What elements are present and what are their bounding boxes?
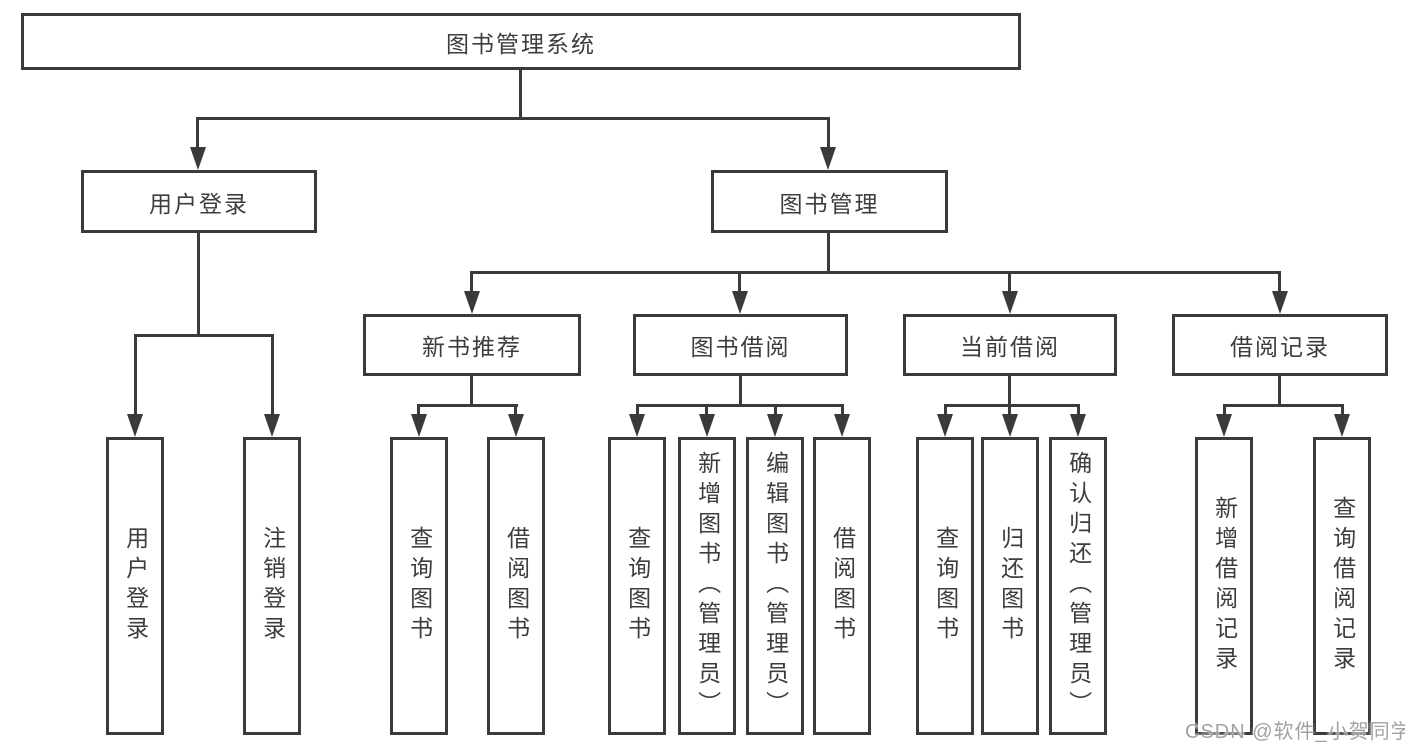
connector-line: [1008, 271, 1011, 293]
node-label: 图书管理系统: [446, 30, 596, 57]
node-user-login: 用户登录: [81, 170, 317, 233]
arrow-down-icon: [411, 414, 427, 437]
connector-line: [196, 117, 199, 149]
node-label: 用户登录: [149, 190, 249, 217]
leaf-borrow-books-borrow: 借阅图书: [813, 437, 871, 735]
node-current-borrowing: 当前借阅: [903, 314, 1117, 376]
connector-line: [1223, 404, 1226, 416]
leaf-confirm-return-admin: 确认归还（管理员）: [1049, 437, 1107, 735]
leaf-edit-book-admin: 编辑图书（管理员）: [746, 437, 804, 735]
leaf-label: 借阅图书: [503, 526, 530, 646]
arrow-down-icon: [629, 414, 645, 437]
leaf-add-borrow-record: 新增借阅记录: [1195, 437, 1253, 735]
arrow-down-icon: [264, 414, 280, 437]
connector-line: [1077, 404, 1080, 416]
connector-line: [417, 404, 420, 416]
node-library-management-system: 图书管理系统: [21, 13, 1021, 70]
arrow-down-icon: [699, 414, 715, 437]
arrow-down-icon: [732, 291, 748, 314]
leaf-label: 确认归还（管理员）: [1065, 451, 1092, 721]
arrow-down-icon: [127, 414, 143, 437]
leaf-borrow-books-recommend: 借阅图书: [487, 437, 545, 735]
connector-line: [197, 117, 830, 120]
node-label: 新书推荐: [422, 334, 522, 360]
node-label: 图书借阅: [690, 334, 791, 360]
connector-line: [841, 404, 844, 416]
leaf-add-book-admin: 新增图书（管理员）: [678, 437, 736, 735]
arrow-down-icon: [508, 414, 524, 437]
leaf-query-books-recommend: 查询图书: [390, 437, 448, 735]
arrow-down-icon: [1002, 414, 1018, 437]
connector-line: [1278, 376, 1281, 407]
arrow-down-icon: [1334, 414, 1350, 437]
node-book-borrowing: 图书借阅: [633, 314, 848, 376]
node-label: 借阅记录: [1230, 334, 1330, 360]
leaf-return-book: 归还图书: [981, 437, 1039, 735]
arrow-down-icon: [820, 147, 836, 170]
node-borrowing-records: 借阅记录: [1172, 314, 1388, 376]
connector-line: [271, 334, 274, 415]
csdn-watermark: CSDN @软件_小贺同学: [1185, 721, 1405, 743]
arrow-down-icon: [937, 414, 953, 437]
leaf-label: 编辑图书（管理员）: [762, 451, 789, 721]
leaf-label: 查询图书: [624, 526, 651, 646]
connector-line: [774, 404, 777, 416]
leaf-user-login: 用户登录: [106, 437, 164, 735]
leaf-label: 新增图书（管理员）: [694, 451, 721, 721]
leaf-label: 借阅图书: [829, 526, 856, 646]
connector-line: [197, 233, 200, 337]
leaf-label: 归还图书: [997, 526, 1024, 646]
arrow-down-icon: [1272, 291, 1288, 314]
arrow-down-icon: [464, 291, 480, 314]
leaf-query-books-borrow: 查询图书: [608, 437, 666, 735]
node-label: 当前借阅: [960, 334, 1060, 360]
node-book-management: 图书管理: [711, 170, 948, 233]
connector-line: [636, 404, 639, 416]
leaf-label: 用户登录: [122, 526, 149, 646]
connector-line: [739, 376, 742, 407]
connector-line: [470, 271, 1281, 274]
connector-line: [1008, 376, 1011, 407]
leaf-label: 新增借阅记录: [1211, 496, 1238, 676]
connector-line: [134, 334, 274, 337]
leaf-logout: 注销登录: [243, 437, 301, 735]
arrow-down-icon: [834, 414, 850, 437]
node-label: 图书管理: [779, 190, 880, 217]
leaf-query-books-current: 查询图书: [916, 437, 974, 735]
connector-line: [944, 404, 1080, 407]
arrow-down-icon: [1216, 414, 1232, 437]
leaf-query-borrow-record: 查询借阅记录: [1313, 437, 1371, 735]
connector-line: [417, 404, 518, 407]
arrow-down-icon: [190, 147, 206, 170]
leaf-label: 查询图书: [406, 526, 433, 646]
leaf-label: 注销登录: [259, 526, 286, 646]
arrow-down-icon: [1070, 414, 1086, 437]
arrow-down-icon: [767, 414, 783, 437]
connector-line: [944, 404, 947, 416]
arrow-down-icon: [1002, 291, 1018, 314]
connector-line: [1278, 271, 1281, 293]
connector-line: [1341, 404, 1344, 416]
connector-line: [514, 404, 517, 416]
connector-line: [636, 404, 844, 407]
connector-line: [827, 233, 830, 273]
connector-line: [1008, 404, 1011, 416]
connector-line: [470, 376, 473, 407]
connector-line: [827, 117, 830, 149]
connector-line: [134, 334, 137, 415]
connector-line: [470, 271, 473, 293]
connector-line: [1223, 404, 1344, 407]
connector-line: [705, 404, 708, 416]
node-new-book-recommendation: 新书推荐: [363, 314, 581, 376]
connector-line: [519, 70, 522, 118]
connector-line: [738, 271, 741, 293]
leaf-label: 查询借阅记录: [1329, 496, 1356, 676]
leaf-label: 查询图书: [932, 526, 959, 646]
